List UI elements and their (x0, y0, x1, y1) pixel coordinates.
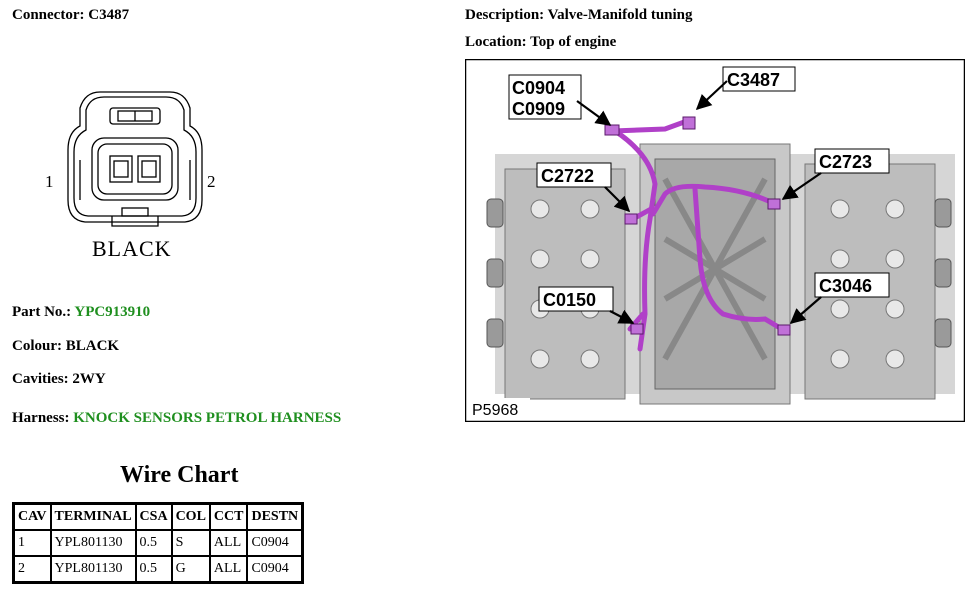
cell-cct: ALL (208, 555, 249, 584)
cell-destn: C0904 (246, 555, 304, 584)
header-csa: CSA (134, 502, 173, 531)
part-link[interactable]: YPC913910 (74, 304, 151, 320)
location-label: Location: (465, 34, 527, 50)
header-col: COL (170, 502, 211, 531)
harness-link[interactable]: KNOCK SENSORS PETROL HARNESS (73, 410, 342, 426)
pin-2-label: 2 (207, 172, 216, 191)
cell-cct: ALL (208, 529, 249, 557)
figure-id: P5968 (472, 402, 518, 419)
harness: Harness: KNOCK SENSORS PETROL HARNESS (12, 410, 341, 427)
description-label: Description: (465, 7, 545, 23)
cell-csa: 0.5 (134, 529, 173, 557)
cavities-label: Cavities: (12, 371, 69, 387)
pin-1-label: 1 (45, 172, 54, 191)
engine-location-diagram: C0904 C0909 C3487 C2722 C2723 C0150 C304… (465, 59, 965, 422)
callout-c0904: C0904 (512, 78, 565, 98)
connector-face-diagram (67, 91, 203, 227)
connector-label: Connector: (12, 7, 85, 23)
location-heading: Location: Top of engine (465, 34, 616, 51)
wire-chart-title: Wire Chart (120, 462, 239, 488)
cell-terminal: YPL801130 (49, 529, 137, 557)
callout-c3046: C3046 (819, 276, 872, 296)
cavities: Cavities: 2WY (12, 371, 106, 388)
callout-c2722: C2722 (541, 166, 594, 186)
part-label: Part No.: (12, 304, 72, 320)
callout-c0909: C0909 (512, 99, 565, 119)
table-row: 2 YPL801130 0.5 G ALL C0904 (12, 555, 304, 584)
cell-col: G (170, 555, 211, 584)
description-heading: Description: Valve-Manifold tuning (465, 7, 693, 24)
callout-c3487: C3487 (727, 70, 780, 90)
colour-value: BLACK (65, 338, 120, 354)
cell-col: S (170, 529, 211, 557)
colour-label: Colour: (12, 338, 62, 354)
cell-terminal: YPL801130 (49, 555, 137, 584)
header-cav: CAV (12, 502, 52, 531)
connector-value: C3487 (88, 7, 130, 23)
header-cct: CCT (208, 502, 249, 531)
callout-c2723: C2723 (819, 152, 872, 172)
table-header-row: CAV TERMINAL CSA COL CCT DESTN (12, 502, 304, 531)
cell-csa: 0.5 (134, 555, 173, 584)
callout-arrows (576, 80, 822, 325)
cell-cav: 1 (12, 529, 52, 557)
cell-destn: C0904 (246, 529, 304, 557)
part-number: Part No.: YPC913910 (12, 304, 150, 321)
colour: Colour: BLACK (12, 338, 119, 355)
knock-sensor-harness (610, 118, 788, 352)
cell-cav: 2 (12, 555, 52, 584)
location-value: Top of engine (530, 34, 617, 50)
wire-chart-table: CAV TERMINAL CSA COL CCT DESTN 1 YPL8011… (12, 502, 305, 584)
header-destn: DESTN (246, 502, 304, 531)
table-row: 1 YPL801130 0.5 S ALL C0904 (12, 529, 304, 557)
harness-label: Harness: (12, 410, 70, 426)
header-terminal: TERMINAL (49, 502, 137, 531)
description-value: Valve-Manifold tuning (547, 7, 693, 23)
connector-color-label: BLACK (92, 236, 172, 261)
callout-c0150: C0150 (543, 290, 596, 310)
connector-heading: Connector: C3487 (12, 7, 129, 24)
cavities-value: 2WY (72, 371, 106, 387)
